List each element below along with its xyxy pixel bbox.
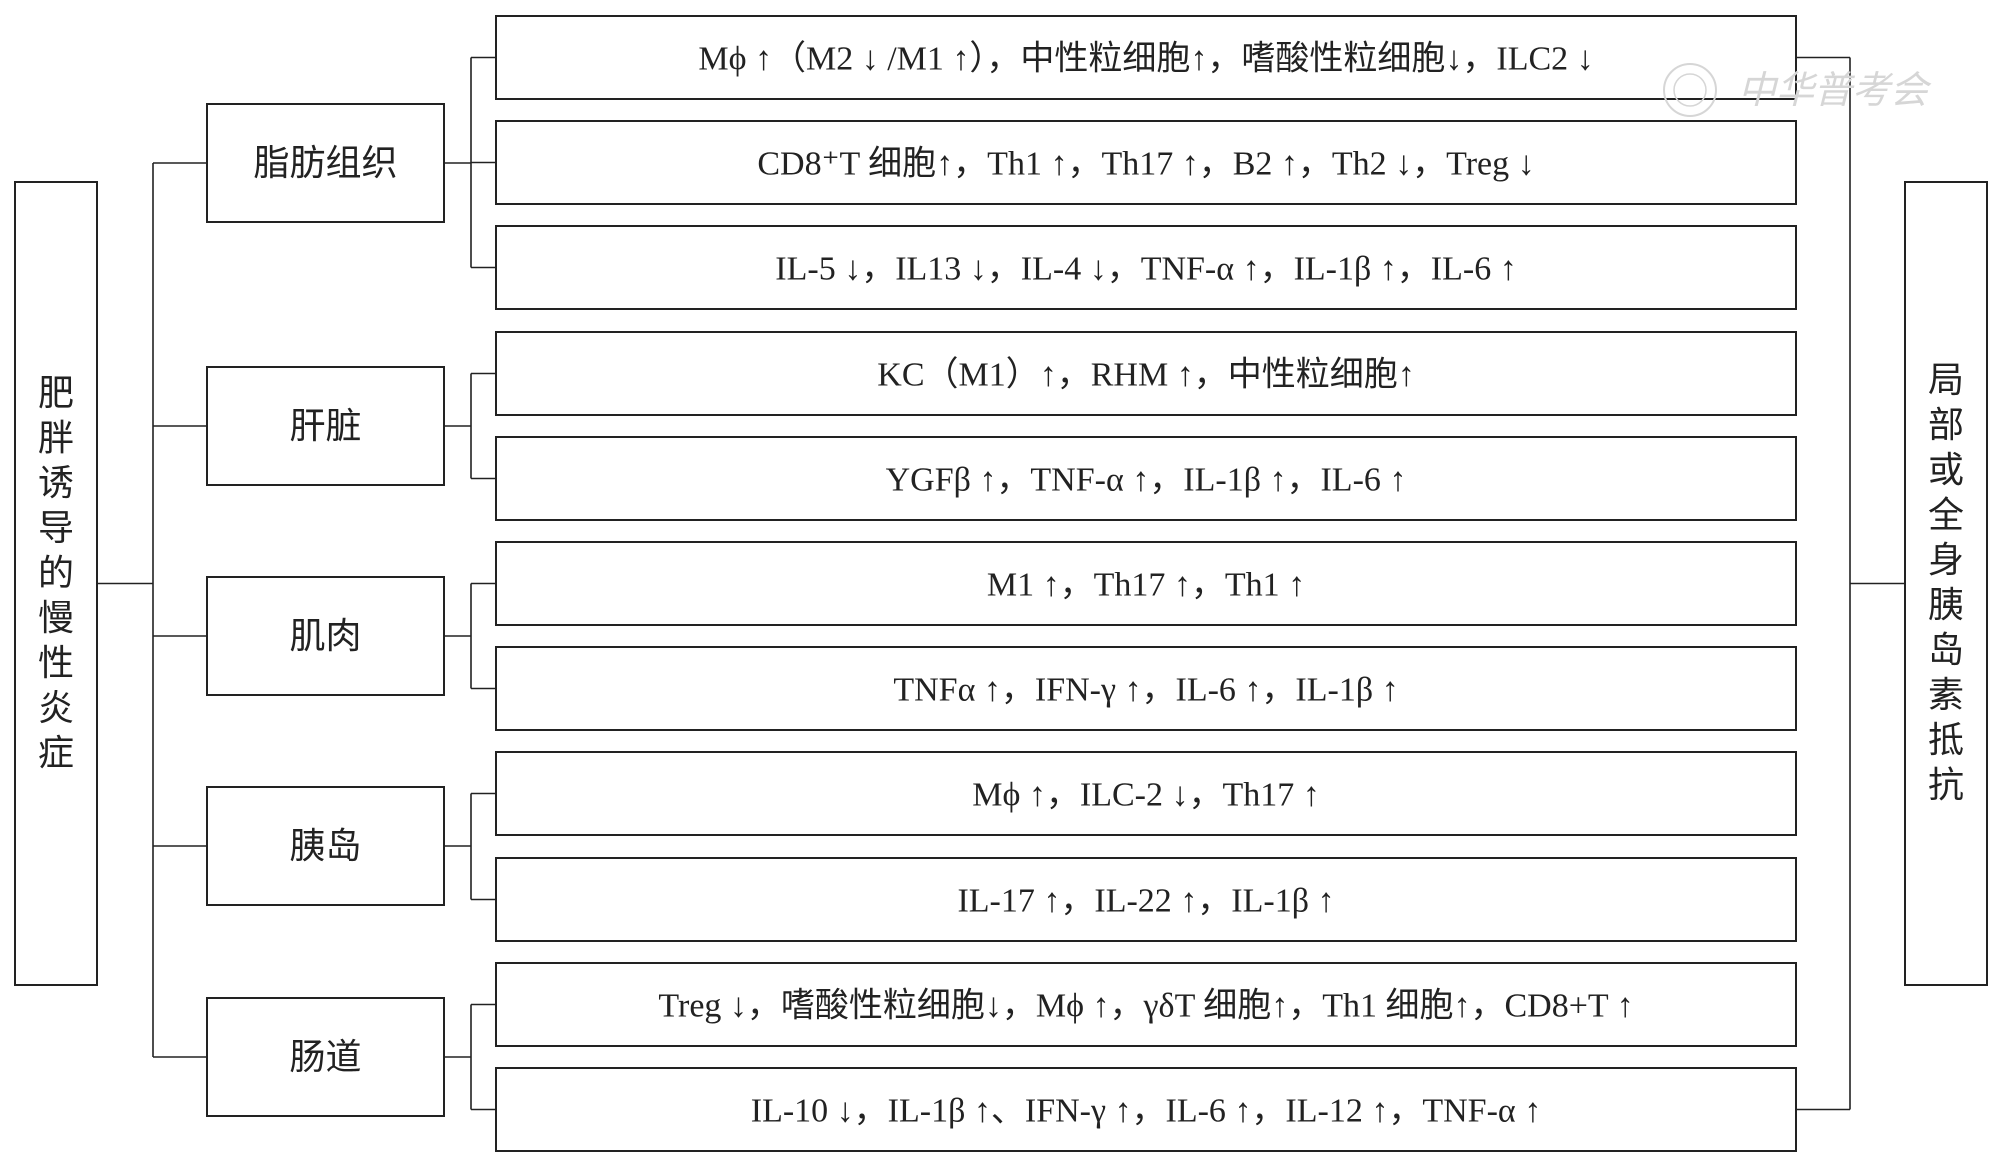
effect-box	[495, 751, 1797, 836]
effect-box	[495, 646, 1797, 731]
effect-box	[495, 1067, 1797, 1152]
effect-label: CD8⁺T 细胞↑，Th1 ↑，Th17 ↑，B2 ↑，Th2 ↓，Treg ↓	[757, 145, 1534, 183]
effect-label: IL-10 ↓，IL-1β ↑、IFN-γ ↑，IL-6 ↑，IL-12 ↑，T…	[751, 1093, 1541, 1130]
effect-label: IL-17 ↑，IL-22 ↑，IL-1β ↑	[957, 883, 1334, 920]
tissue-label: 胰岛	[289, 826, 361, 866]
tissue-label: 肠道	[289, 1037, 361, 1077]
effect-label: KC（M1）↑，RHM ↑，中性粒细胞↑	[877, 356, 1414, 394]
effect-label: Treg ↓，嗜酸性粒细胞↓，Mϕ ↑，γδT 细胞↑，Th1 细胞↑，CD8+…	[658, 987, 1633, 1025]
effect-label: TNFα ↑，IFN-γ ↑，IL-6 ↑，IL-1β ↑	[893, 672, 1398, 709]
tissue-label: 脂肪组织	[253, 143, 397, 183]
effect-box	[495, 541, 1797, 626]
tissue-label: 肌肉	[289, 616, 361, 656]
root-box	[14, 181, 98, 986]
root-label: 肥胖诱导的慢性炎症	[38, 373, 74, 773]
effect-box	[495, 331, 1797, 416]
effect-box	[495, 962, 1797, 1047]
tissue-box	[206, 366, 445, 486]
effect-label: Mϕ ↑，ILC-2 ↓，Th17 ↑	[972, 777, 1320, 814]
effect-label: M1 ↑，Th17 ↑，Th1 ↑	[987, 567, 1305, 604]
effect-label: Mϕ ↑（M2 ↓ /M1 ↑），中性粒细胞↑，嗜酸性粒细胞↓，ILC2 ↓	[698, 40, 1593, 78]
tissue-label: 肝脏	[289, 406, 361, 446]
effect-box	[495, 120, 1797, 205]
tissue-box	[206, 786, 445, 906]
effect-box	[495, 225, 1797, 310]
watermark: 中华普考会	[1663, 63, 1932, 117]
connector-lines	[97, 56, 1905, 1111]
effect-box	[495, 857, 1797, 942]
watermark-text: 中华普考会	[1738, 68, 1932, 112]
tissue-box	[206, 997, 445, 1117]
outcome-box	[1904, 181, 1988, 986]
effect-box	[495, 436, 1797, 521]
outcome-label: 局部或全身胰岛素抵抗	[1928, 360, 1964, 805]
diagram-boxes: 肥胖诱导的慢性炎症 局部或全身胰岛素抵抗 脂肪组织 Mϕ ↑（M2 ↓ /M1 ↑），…	[14, 15, 1988, 1152]
effect-label: IL-5 ↓，IL13 ↓，IL-4 ↓，TNF-α ↑，IL-1β ↑，IL-…	[775, 251, 1516, 288]
tissue-box	[206, 576, 445, 696]
tissue-box	[206, 103, 445, 223]
effect-box	[495, 15, 1797, 100]
effect-label: YGFβ ↑，TNF-α ↑，IL-1β ↑，IL-6 ↑	[886, 462, 1407, 499]
